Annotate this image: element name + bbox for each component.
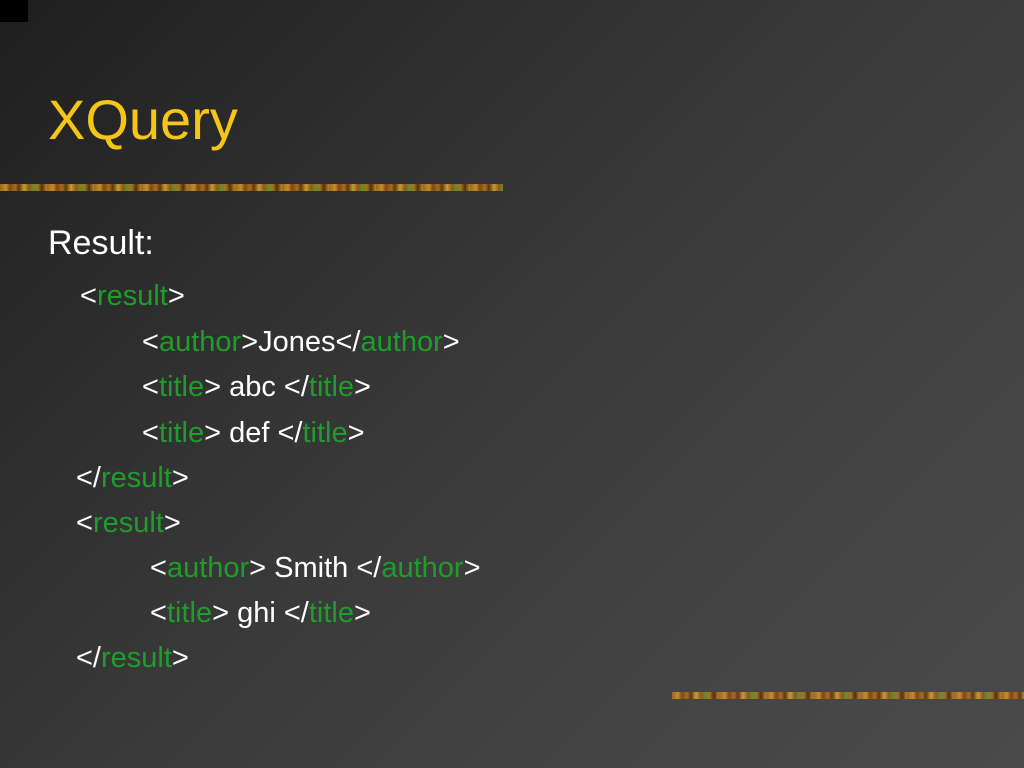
code-text: > def </ bbox=[204, 417, 303, 449]
code-text: > bbox=[167, 280, 185, 312]
code-text: > bbox=[347, 417, 365, 449]
code-text: < bbox=[142, 417, 159, 449]
tag-name: result bbox=[92, 507, 164, 539]
code-text: > abc </ bbox=[204, 371, 309, 403]
result-heading: Result: bbox=[48, 224, 154, 262]
code-line: <result> bbox=[80, 282, 185, 311]
code-text: > ghi </ bbox=[212, 597, 309, 629]
tag-name: result bbox=[101, 462, 172, 494]
tag-name: result bbox=[101, 642, 172, 674]
tag-name: author bbox=[381, 552, 464, 584]
code-text: > bbox=[463, 552, 481, 584]
code-text: < bbox=[80, 280, 97, 312]
title-underline-bar bbox=[0, 184, 503, 191]
code-text: < bbox=[76, 507, 93, 539]
tag-name: author bbox=[158, 326, 242, 358]
code-line: <result> bbox=[76, 509, 181, 538]
code-text: > Smith </ bbox=[249, 552, 382, 584]
tag-name: title bbox=[308, 597, 354, 629]
code-line: <title> ghi </title> bbox=[150, 599, 371, 628]
code-text: > bbox=[354, 371, 371, 403]
code-text: > bbox=[163, 507, 181, 539]
code-line: </result> bbox=[76, 464, 189, 493]
code-text: </ bbox=[76, 462, 101, 494]
code-line: <title> def </title> bbox=[142, 419, 365, 448]
code-text: > bbox=[353, 597, 371, 629]
code-text: > bbox=[442, 326, 460, 358]
tag-name: author bbox=[166, 552, 250, 584]
code-line: <author>Jones</author> bbox=[142, 328, 460, 357]
tag-name: title bbox=[166, 597, 213, 629]
code-line: </result> bbox=[76, 644, 189, 673]
bottom-decorative-bar bbox=[672, 692, 1024, 699]
code-line: <author> Smith </author> bbox=[150, 554, 481, 583]
code-text: > bbox=[171, 462, 189, 494]
tag-name: result bbox=[96, 280, 168, 312]
tag-name: title bbox=[158, 417, 205, 449]
code-text: > bbox=[171, 642, 189, 674]
tag-name: title bbox=[308, 371, 355, 403]
corner-mark bbox=[0, 0, 28, 22]
code-text: < bbox=[142, 371, 159, 403]
tag-name: title bbox=[158, 371, 205, 403]
tag-name: title bbox=[302, 417, 348, 449]
code-text: >Jones</ bbox=[241, 326, 361, 358]
code-text: < bbox=[150, 552, 167, 584]
code-text: < bbox=[150, 597, 167, 629]
code-text: < bbox=[142, 326, 159, 358]
tag-name: author bbox=[360, 326, 443, 358]
code-text: </ bbox=[76, 642, 101, 674]
slide-title: XQuery bbox=[48, 88, 238, 151]
code-line: <title> abc </title> bbox=[142, 373, 371, 402]
